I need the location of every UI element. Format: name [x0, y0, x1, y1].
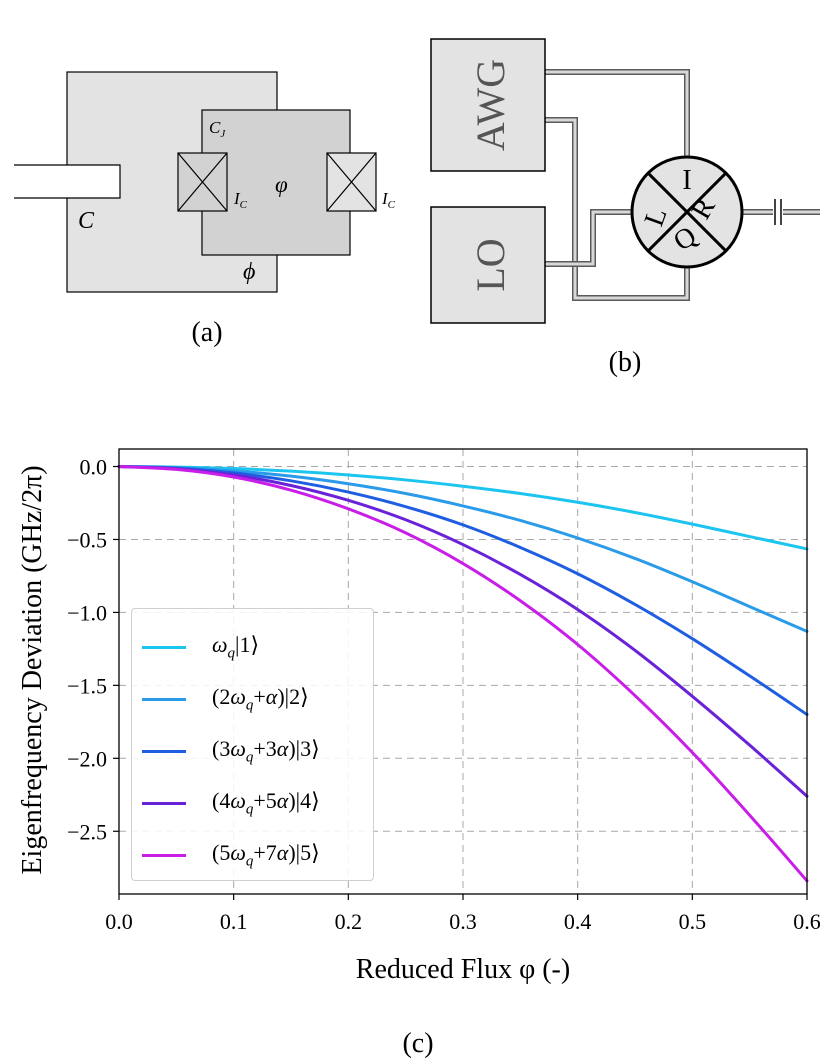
josephson-junction-right [326, 152, 377, 212]
label-junction-capacitance: CJ [209, 118, 226, 140]
x-tick-label: 0.5 [679, 909, 707, 934]
lo-box: LO [430, 206, 546, 324]
panel-b: AWG LO I R Q L (b) [430, 38, 820, 378]
mixer-port-i: I [682, 165, 691, 196]
legend-label: (2ωq+α)|2⟩ [212, 683, 309, 714]
legend-label: (5ωq+7α)|5⟩ [212, 839, 320, 870]
coupling-gap-mask [0, 165, 120, 198]
legend-label: ωq|1⟩ [212, 631, 260, 662]
wires [545, 69, 820, 301]
caption-c: (c) [402, 1028, 433, 1059]
y-tick-label: −2.5 [67, 819, 107, 844]
series-line-5 [117, 465, 809, 883]
y-tick-label: −0.5 [67, 527, 107, 552]
josephson-junction-left [177, 152, 228, 212]
chart-legend: ωq|1⟩ (2ωq+α)|2⟩ (3ωq+3α)|3⟩ (4ωq+5α)|4⟩ (5ω… [131, 608, 374, 881]
y-tick-label: −1.0 [67, 600, 107, 625]
legend-item-3: (3ωq+3α)|3⟩ [142, 725, 373, 777]
panel-a: C CJ IC IC φ ϕ (a) [0, 71, 396, 348]
coupling-lead [14, 164, 121, 199]
output-capacitor [773, 198, 783, 226]
chart-lines [117, 465, 809, 883]
x-tick-label: 0.2 [335, 909, 363, 934]
legend-item-4: (4ωq+5α)|4⟩ [142, 777, 373, 829]
legend-swatch [142, 749, 186, 753]
awg-box: AWG [430, 38, 546, 172]
x-tick-label: 0.0 [105, 909, 133, 934]
label-external-flux: ϕ [243, 259, 255, 285]
label-critical-current-right: IC [381, 189, 396, 211]
awg-label: AWG [468, 59, 513, 151]
label-reduced-flux: φ [275, 172, 288, 197]
y-tick-label: −1.5 [67, 673, 107, 698]
legend-item-2: (2ωq+α)|2⟩ [142, 673, 373, 725]
series-line-3 [117, 465, 809, 717]
x-tick-label: 0.1 [220, 909, 248, 934]
x-axis-label: Reduced Flux φ (-) [356, 954, 570, 985]
y-axis: 0.0 −0.5 −1.0 −1.5 −2.0 −2.5 [67, 455, 119, 844]
legend-swatch [142, 645, 186, 649]
legend-label: (4ωq+5α)|4⟩ [212, 787, 320, 818]
legend-label: (3ωq+3α)|3⟩ [212, 735, 320, 766]
label-capacitance: C [78, 208, 95, 234]
legend-swatch [142, 697, 186, 701]
legend-swatch [142, 801, 186, 805]
iq-mixer: I R Q L [630, 155, 744, 269]
series-line-4 [117, 465, 809, 798]
caption-a: (a) [191, 317, 222, 348]
series-line-1 [117, 465, 809, 551]
y-tick-label: 0.0 [80, 455, 108, 480]
series-line-2 [117, 465, 809, 633]
caption-b: (b) [609, 347, 642, 378]
lo-label: LO [468, 238, 513, 291]
legend-swatch [142, 853, 186, 857]
x-tick-label: 0.3 [449, 909, 477, 934]
x-tick-label: 0.4 [564, 909, 592, 934]
legend-item-1: ωq|1⟩ [142, 621, 373, 673]
legend-item-5: (5ωq+7α)|5⟩ [142, 829, 373, 881]
x-tick-label: 0.6 [793, 909, 821, 934]
x-axis: 0.0 0.1 0.2 0.3 0.4 0.5 0.6 [105, 894, 821, 934]
label-critical-current-left: IC [233, 189, 248, 211]
y-tick-label: −2.0 [67, 746, 107, 771]
y-axis-label: Eigenfrequency Deviation (GHz/2π) [17, 465, 48, 874]
